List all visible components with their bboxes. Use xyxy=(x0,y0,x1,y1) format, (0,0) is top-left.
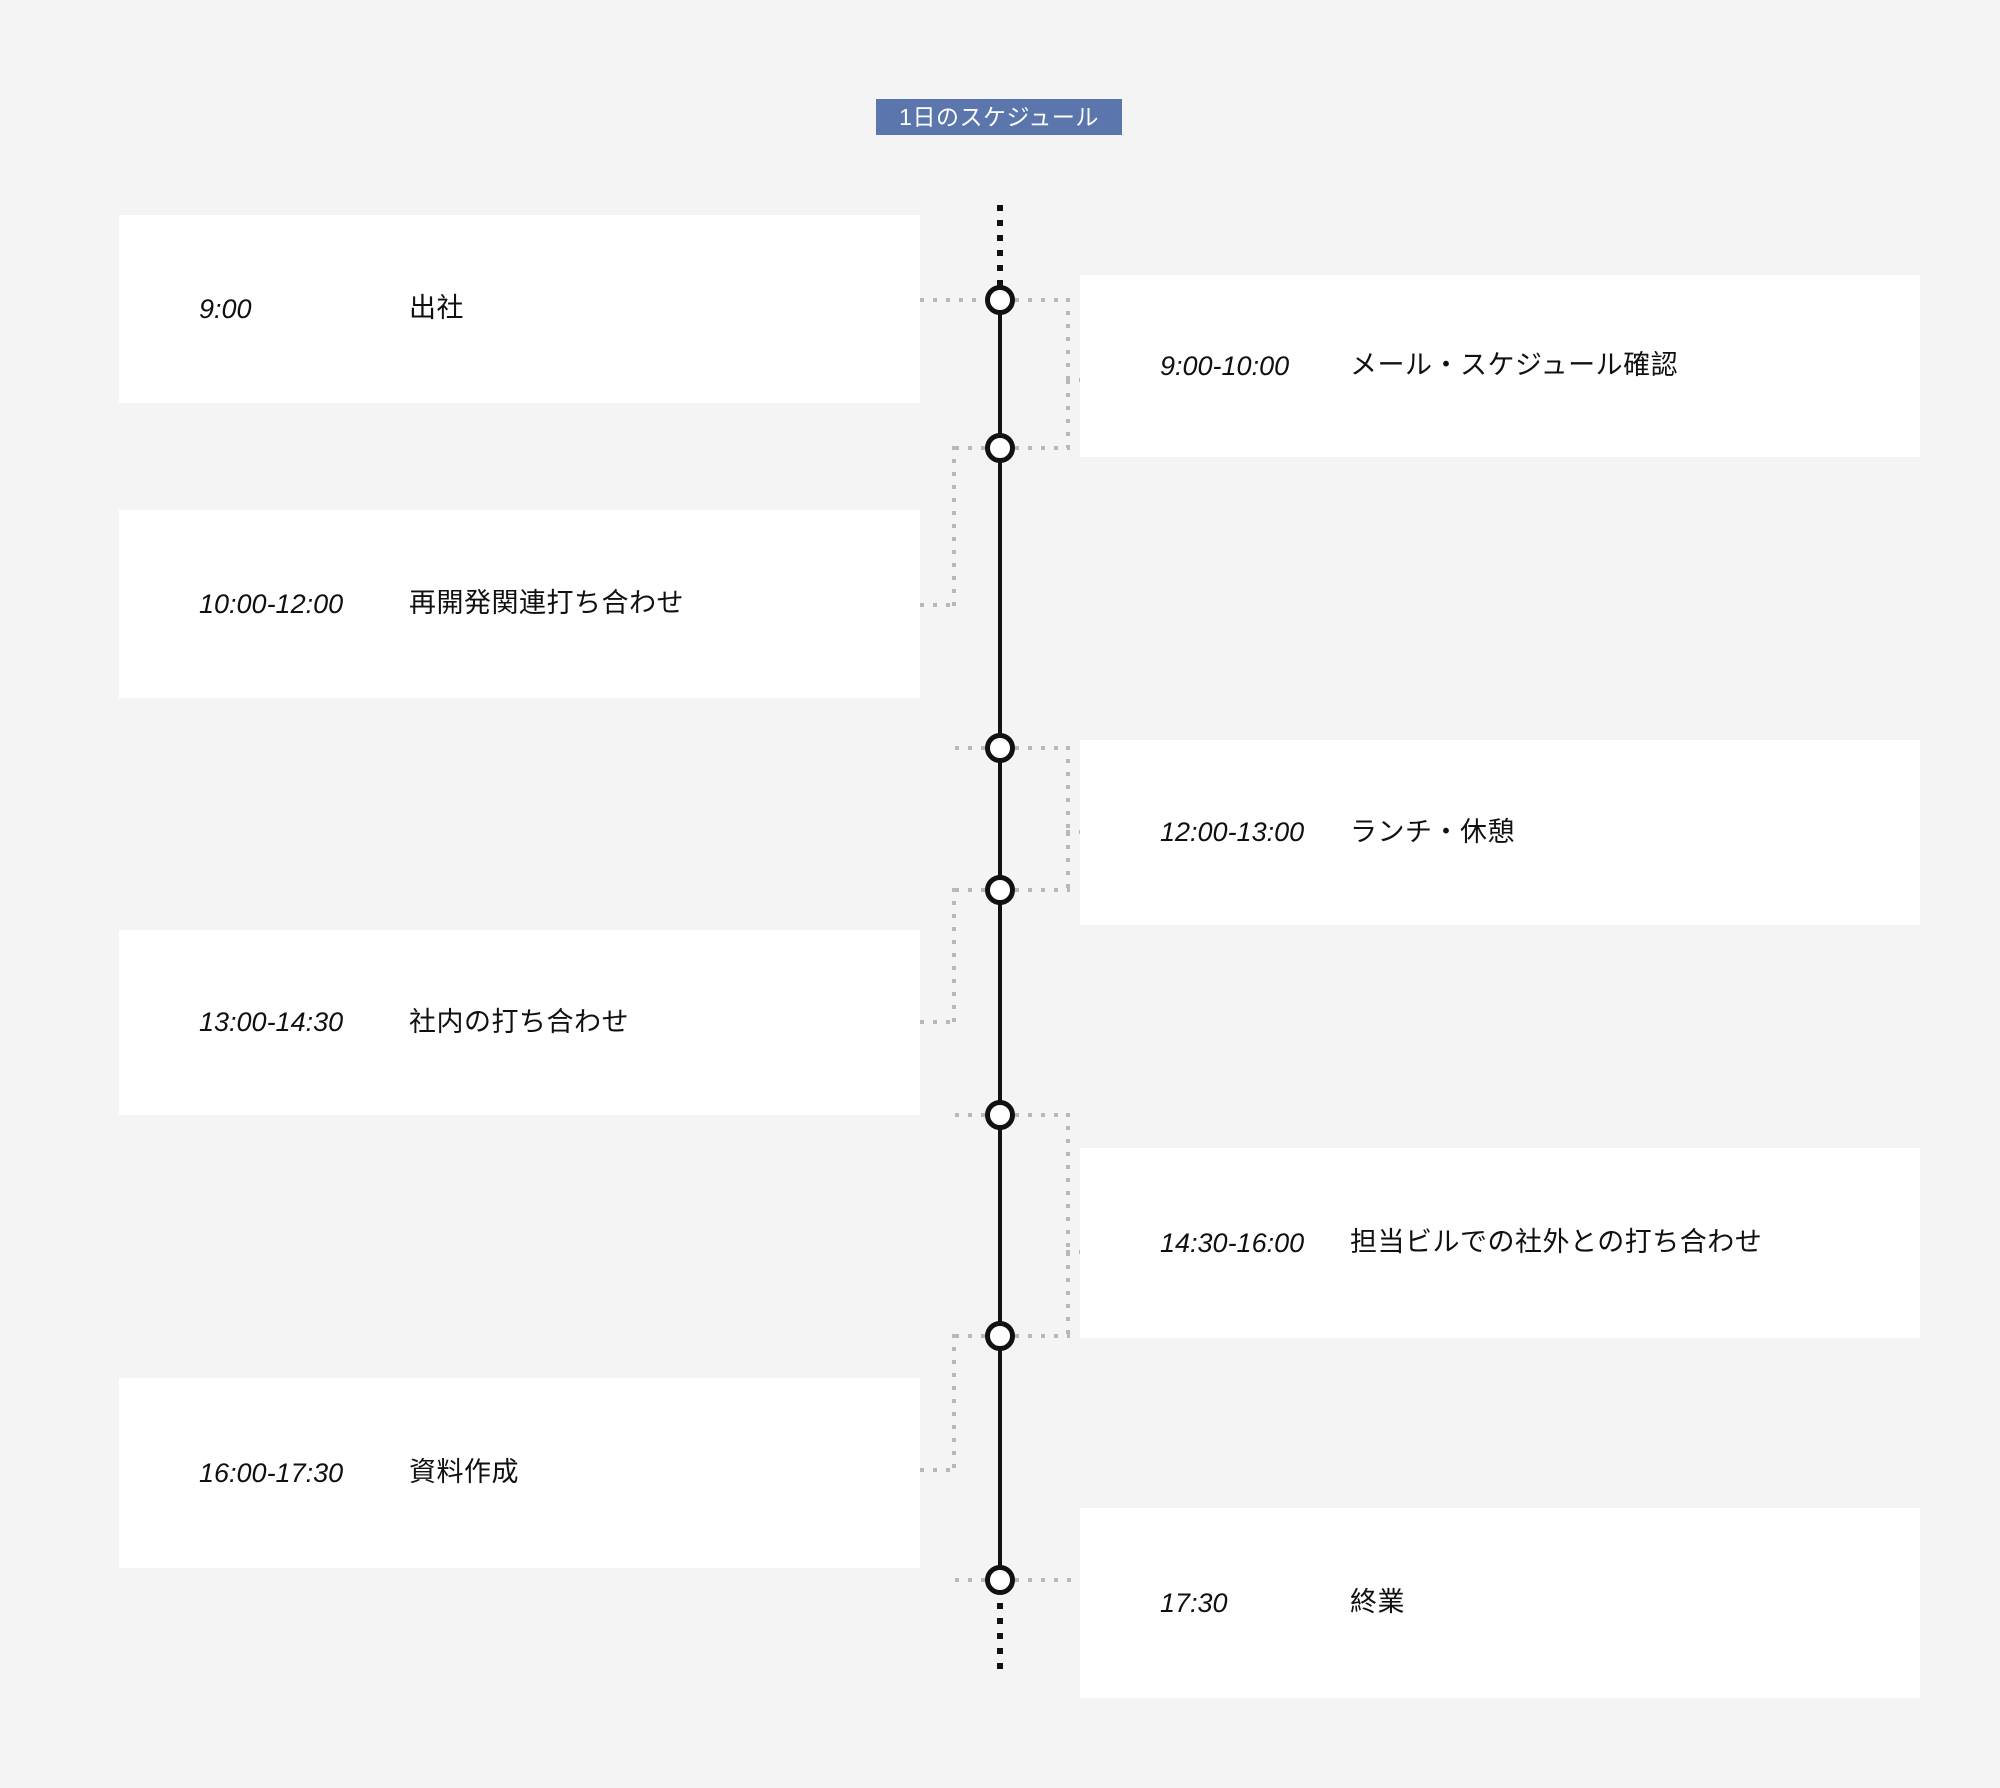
schedule-label: 再開発関連打ち合わせ xyxy=(409,588,684,619)
connector-segment xyxy=(1015,1113,1070,1117)
schedule-card[interactable]: 9:00 出社 xyxy=(119,215,920,403)
connector-segment xyxy=(1066,298,1070,380)
connector-segment xyxy=(1066,380,1070,448)
connector-segment xyxy=(1015,888,1070,892)
connector-segment xyxy=(920,1468,956,1472)
schedule-time: 9:00-10:00 xyxy=(1160,350,1290,381)
timeline-node[interactable] xyxy=(985,1321,1015,1351)
schedule-card[interactable]: 12:00-13:00 ランチ・休憩 xyxy=(1080,740,1920,925)
timeline-node[interactable] xyxy=(985,1100,1015,1130)
schedule-time: 14:30-16:00 xyxy=(1160,1227,1305,1258)
timeline-axis-dotted-bottom xyxy=(997,1588,1003,1678)
connector-segment xyxy=(1066,1113,1070,1252)
connector-segment xyxy=(955,1578,985,1582)
connector-segment xyxy=(952,446,956,607)
connector-segment xyxy=(1015,298,1070,302)
connector-segment xyxy=(1015,1578,1110,1582)
connector-segment xyxy=(1015,446,1070,450)
connector-segment xyxy=(1066,746,1070,832)
timeline-node[interactable] xyxy=(985,733,1015,763)
schedule-time: 17:30 xyxy=(1160,1587,1228,1618)
connector-segment xyxy=(1066,1252,1070,1336)
schedule-label: 終業 xyxy=(1350,1587,1405,1618)
schedule-label: ランチ・休憩 xyxy=(1350,816,1515,847)
schedule-label: メール・スケジュール確認 xyxy=(1350,350,1679,381)
schedule-label: 資料作成 xyxy=(409,1457,519,1488)
schedule-time: 10:00-12:00 xyxy=(199,588,344,619)
schedule-card[interactable]: 9:00-10:00 メール・スケジュール確認 xyxy=(1080,275,1920,457)
page-title: 1日のスケジュール xyxy=(876,99,1122,135)
schedule-card[interactable]: 13:00-14:30 社内の打ち合わせ xyxy=(119,930,920,1115)
schedule-card[interactable]: 14:30-16:00 担当ビルでの社外との打ち合わせ xyxy=(1080,1148,1920,1338)
connector-segment xyxy=(955,1334,985,1338)
schedule-label: 社内の打ち合わせ xyxy=(409,1006,629,1037)
connector-segment xyxy=(955,746,985,750)
connector-segment xyxy=(952,1334,956,1472)
schedule-label: 担当ビルでの社外との打ち合わせ xyxy=(1350,1227,1763,1258)
schedule-time: 16:00-17:30 xyxy=(199,1457,344,1488)
schedule-label: 出社 xyxy=(409,293,464,324)
timeline-node[interactable] xyxy=(985,433,1015,463)
connector-segment xyxy=(920,298,985,302)
connector-segment xyxy=(955,1113,985,1117)
timeline-axis-dotted-top xyxy=(997,205,1003,295)
connector-segment xyxy=(955,888,985,892)
connector-segment xyxy=(1066,832,1070,890)
schedule-time: 12:00-13:00 xyxy=(1160,817,1305,847)
connector-segment xyxy=(1015,746,1070,750)
timeline-axis-line xyxy=(998,300,1002,1580)
schedule-card[interactable]: 16:00-17:30 資料作成 xyxy=(119,1378,920,1568)
connector-segment xyxy=(955,446,985,450)
schedule-time: 9:00 xyxy=(199,293,252,324)
timeline-node[interactable] xyxy=(985,875,1015,905)
connector-segment xyxy=(920,1020,956,1024)
timeline-node[interactable] xyxy=(985,285,1015,315)
timeline-node[interactable] xyxy=(985,1565,1015,1595)
connector-segment xyxy=(952,888,956,1024)
schedule-time: 13:00-14:30 xyxy=(199,1007,344,1037)
schedule-card[interactable]: 10:00-12:00 再開発関連打ち合わせ xyxy=(119,510,920,698)
connector-segment xyxy=(920,603,956,607)
schedule-card[interactable]: 17:30 終業 xyxy=(1080,1508,1920,1698)
connector-segment xyxy=(1015,1334,1070,1338)
